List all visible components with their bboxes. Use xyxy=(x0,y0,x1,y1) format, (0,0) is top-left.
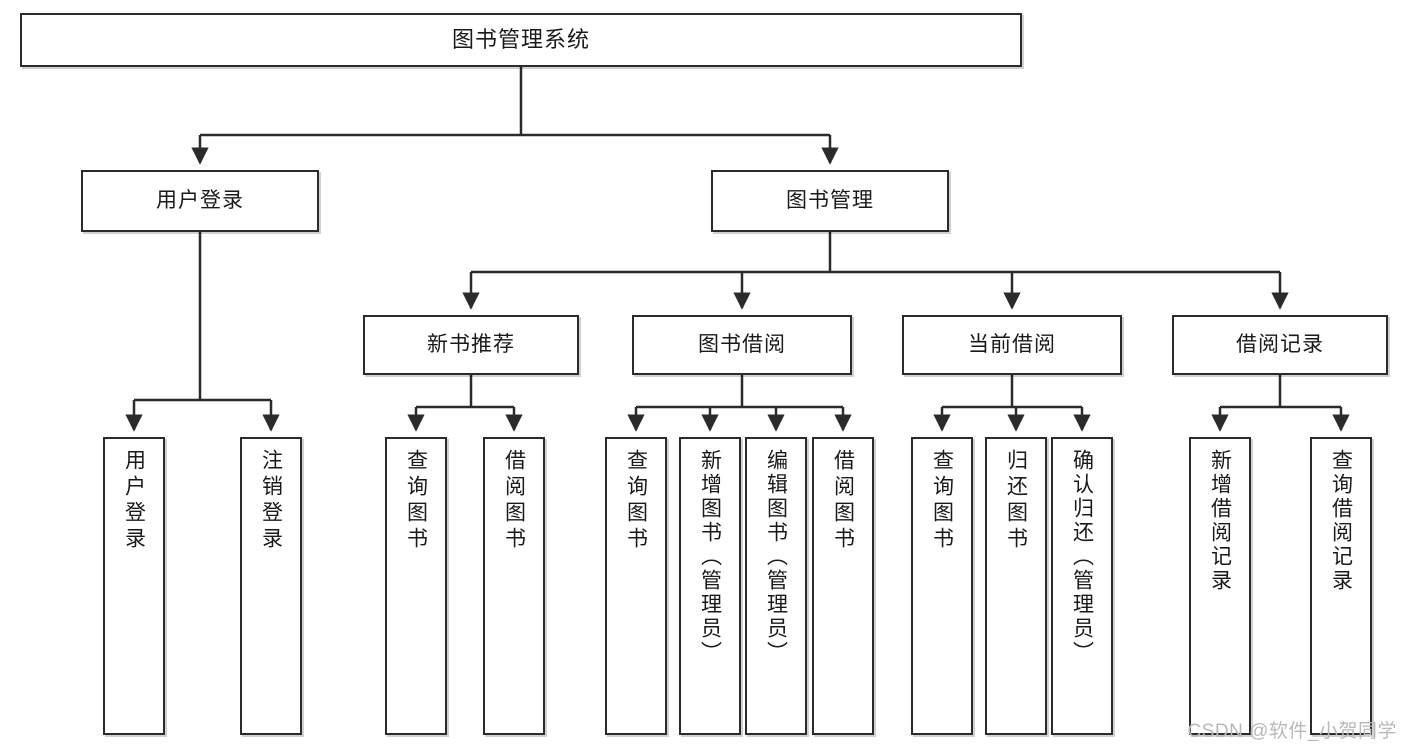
node-leaf-edit-book[interactable]: 编辑图书（管理员） xyxy=(745,437,807,735)
node-leaf-borrow-book-rec-label: 借阅图书 xyxy=(502,449,526,553)
node-leaf-add-book-label: 新增图书（管理员） xyxy=(698,449,722,665)
node-user-login[interactable]: 用户登录 xyxy=(81,170,319,232)
node-current-borrow-label: 当前借阅 xyxy=(968,332,1056,356)
node-leaf-query-book[interactable]: 查询图书 xyxy=(605,437,667,735)
node-new-book-rec[interactable]: 新书推荐 xyxy=(363,315,579,375)
node-leaf-user-logout[interactable]: 注销登录 xyxy=(240,437,302,735)
node-leaf-query-book-rec-label: 查询图书 xyxy=(404,449,428,553)
node-book-manage-label: 图书管理 xyxy=(786,188,874,212)
node-leaf-return-book-label: 归还图书 xyxy=(1004,449,1028,553)
node-root-label: 图书管理系统 xyxy=(451,27,590,53)
node-leaf-add-record[interactable]: 新增借阅记录 xyxy=(1189,437,1251,735)
node-borrow-record[interactable]: 借阅记录 xyxy=(1172,315,1388,375)
node-book-borrow-label: 图书借阅 xyxy=(698,332,786,356)
node-leaf-user-login-label: 用户登录 xyxy=(122,449,146,553)
node-leaf-query-book-rec[interactable]: 查询图书 xyxy=(385,437,447,735)
node-new-book-rec-label: 新书推荐 xyxy=(427,332,515,356)
node-user-login-label: 用户登录 xyxy=(156,188,244,212)
node-root[interactable]: 图书管理系统 xyxy=(20,13,1022,67)
node-leaf-query-record[interactable]: 查询借阅记录 xyxy=(1310,437,1372,735)
node-leaf-confirm-return-label: 确认归还（管理员） xyxy=(1070,449,1094,665)
node-leaf-user-login[interactable]: 用户登录 xyxy=(103,437,165,735)
node-leaf-user-logout-label: 注销登录 xyxy=(259,449,283,553)
node-leaf-query-book-current[interactable]: 查询图书 xyxy=(911,437,973,735)
node-leaf-borrow-book-rec[interactable]: 借阅图书 xyxy=(483,437,545,735)
node-current-borrow[interactable]: 当前借阅 xyxy=(902,315,1122,375)
node-leaf-add-book[interactable]: 新增图书（管理员） xyxy=(679,437,741,735)
node-borrow-record-label: 借阅记录 xyxy=(1236,332,1324,356)
node-leaf-add-record-label: 新增借阅记录 xyxy=(1208,449,1232,593)
node-leaf-return-book[interactable]: 归还图书 xyxy=(985,437,1047,735)
node-leaf-query-book-current-label: 查询图书 xyxy=(930,449,954,553)
node-leaf-edit-book-label: 编辑图书（管理员） xyxy=(764,449,788,665)
node-book-borrow[interactable]: 图书借阅 xyxy=(632,315,852,375)
node-leaf-borrow-book-label: 借阅图书 xyxy=(831,449,855,553)
node-leaf-query-book-label: 查询图书 xyxy=(624,449,648,553)
node-leaf-borrow-book[interactable]: 借阅图书 xyxy=(812,437,874,735)
node-leaf-query-record-label: 查询借阅记录 xyxy=(1329,449,1353,593)
node-leaf-confirm-return[interactable]: 确认归还（管理员） xyxy=(1051,437,1113,735)
node-book-manage[interactable]: 图书管理 xyxy=(711,170,949,232)
